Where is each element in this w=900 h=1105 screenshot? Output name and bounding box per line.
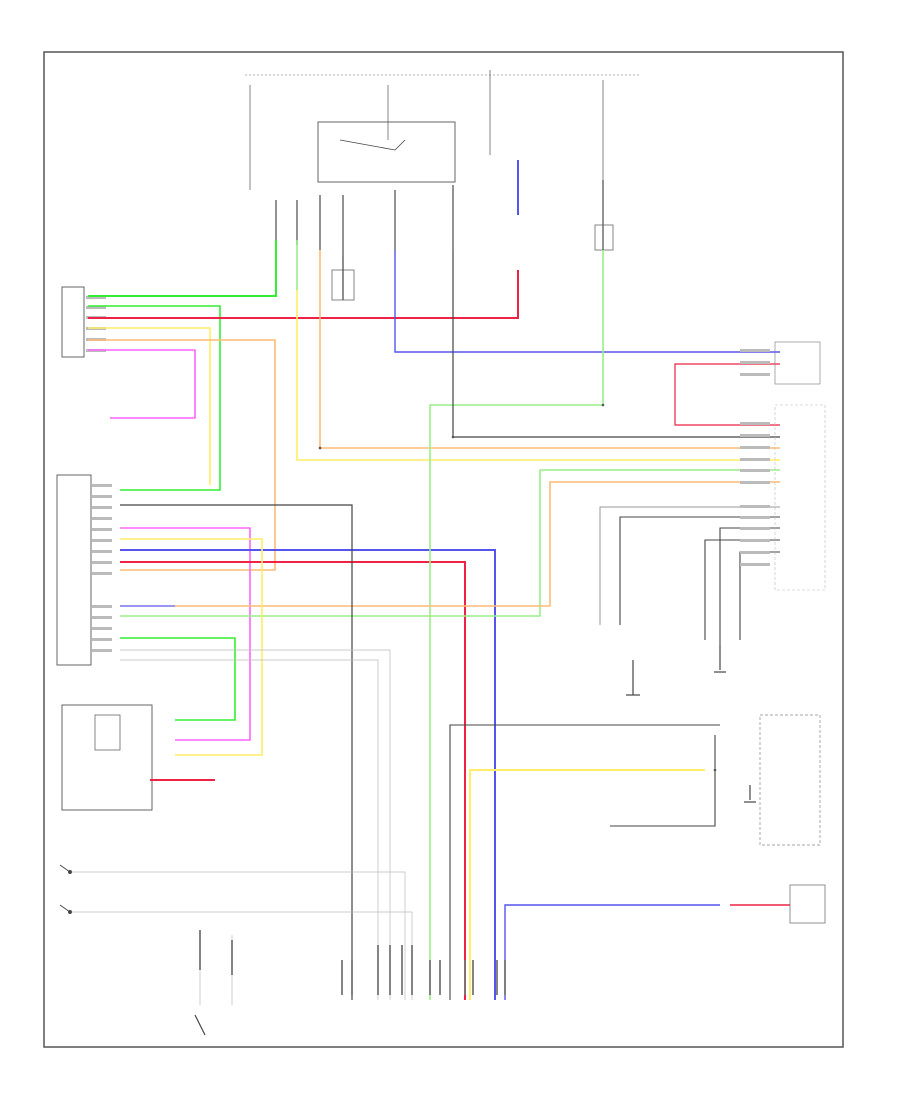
combination-meter-box bbox=[759, 714, 821, 846]
top-connectors bbox=[275, 160, 604, 255]
shift-inner-switch bbox=[94, 714, 121, 751]
wire-dark-2 bbox=[120, 504, 353, 1000]
junction-dots bbox=[318, 403, 717, 772]
right-connector-top bbox=[774, 341, 821, 385]
wire-red-right bbox=[674, 363, 780, 426]
wire-dark-right-2 bbox=[719, 527, 780, 645]
wire-dark-meter bbox=[610, 735, 716, 827]
wire-green-2 bbox=[88, 305, 221, 491]
lower-left-switch bbox=[59, 864, 72, 914]
wire-blue-3 bbox=[120, 549, 496, 1000]
relay-switch bbox=[339, 139, 406, 151]
wire-yellow-2 bbox=[296, 290, 780, 461]
wire-pink-1 bbox=[88, 349, 196, 419]
transmission-shift-block bbox=[61, 704, 153, 811]
right-connector-ecm bbox=[774, 404, 826, 591]
wire-yellow-4 bbox=[120, 538, 263, 756]
ground-symbols bbox=[194, 645, 756, 1036]
pin-marks-right bbox=[740, 349, 770, 566]
wire-pink-2 bbox=[120, 527, 251, 741]
wire-red-2 bbox=[120, 561, 466, 1000]
fuse-blocks bbox=[249, 70, 604, 190]
wire-orange-1 bbox=[88, 339, 276, 571]
wire-blue-1 bbox=[394, 250, 780, 353]
indicator-lamp-box bbox=[789, 884, 826, 924]
wire-blue-5 bbox=[504, 904, 720, 1000]
bottom-connectors bbox=[199, 930, 506, 995]
wire-orange-2 bbox=[319, 250, 780, 449]
wire-yellow-1 bbox=[88, 327, 211, 485]
wire-dark-right-1 bbox=[619, 516, 780, 625]
wire-dark-right-3 bbox=[704, 539, 780, 640]
wire-gray-right bbox=[599, 506, 780, 625]
harness-lines bbox=[70, 649, 413, 1005]
relay-box bbox=[317, 121, 456, 183]
wire-green-right bbox=[429, 250, 604, 1000]
left-connector-block-1 bbox=[61, 286, 85, 358]
left-ecm-block bbox=[56, 474, 92, 666]
wire-green-long bbox=[120, 469, 780, 617]
diagram-border bbox=[43, 51, 844, 1048]
wire-dark-4 bbox=[449, 724, 720, 1000]
wire-dark-1 bbox=[452, 250, 780, 438]
wire-green-1 bbox=[88, 240, 277, 297]
wire-red-1 bbox=[88, 270, 519, 319]
wire-green-lower bbox=[120, 637, 236, 721]
connector-b bbox=[594, 224, 614, 251]
wire-orange-long bbox=[175, 481, 780, 607]
wire-yellow-3 bbox=[469, 769, 705, 1000]
